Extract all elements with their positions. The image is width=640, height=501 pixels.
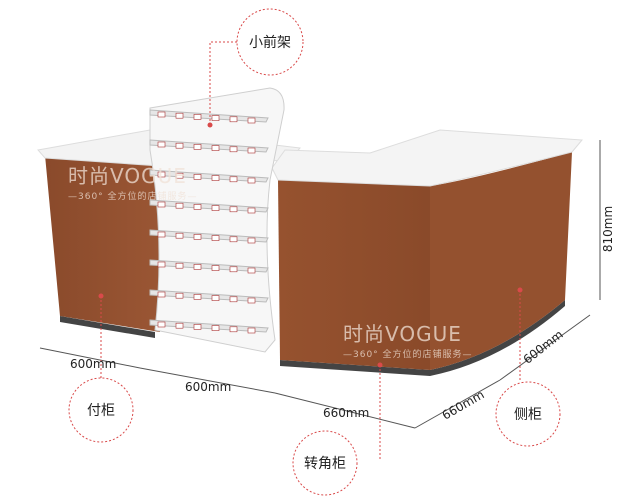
callout-corner-cabinet: 转角柜 [304, 456, 346, 472]
price-tag [229, 266, 238, 273]
price-tag [193, 174, 202, 180]
price-tag [157, 261, 166, 268]
price-tag [175, 232, 184, 239]
dimension-left-length: 600mm [185, 380, 232, 394]
price-tag [175, 292, 184, 299]
price-tag [247, 147, 256, 154]
price-tag [193, 294, 202, 300]
callout-left-cabinet: 付柜 [87, 403, 115, 419]
price-tag [229, 326, 238, 333]
side-cabinet-front [430, 152, 572, 370]
dimension-left-depth: 600mm [70, 357, 117, 371]
price-tag [193, 144, 202, 150]
price-tag [247, 177, 256, 184]
price-tag [247, 327, 256, 334]
callout-rings [68, 8, 561, 496]
price-tag [229, 206, 238, 213]
price-tag [247, 207, 256, 214]
price-tag [157, 111, 166, 118]
price-tag [157, 141, 166, 148]
left-cabinet-front [45, 155, 160, 332]
price-tag [211, 115, 220, 121]
price-tag [175, 142, 184, 149]
price-tag [175, 172, 184, 179]
callout-front-shelf: 小前架 [249, 35, 291, 51]
price-tag [211, 205, 220, 211]
price-tag [157, 171, 166, 178]
price-tag [211, 145, 220, 151]
price-tag [157, 201, 166, 208]
price-tag [229, 146, 238, 153]
price-tag [247, 237, 256, 244]
shelf-rows [149, 109, 269, 334]
callout-right-cabinet: 侧柜 [514, 407, 542, 423]
price-tag [229, 236, 238, 243]
dimension-lines [39, 140, 601, 429]
dimension-height: 810mm [601, 205, 616, 253]
price-tag [175, 202, 184, 209]
price-tag [247, 117, 256, 124]
price-tag [247, 297, 256, 304]
price-tag [229, 116, 238, 123]
watermark-right: 时尚VOGUE—360° 全方位的店铺服务— [343, 322, 473, 360]
price-tag [157, 291, 166, 298]
price-tag [193, 264, 202, 270]
price-tag [211, 325, 220, 331]
price-tag [193, 234, 202, 240]
price-tag [229, 296, 238, 303]
price-tag [211, 265, 220, 271]
front-shelf-unit [149, 87, 285, 353]
price-tag [193, 114, 202, 120]
price-tag [247, 267, 256, 274]
price-tag [157, 321, 166, 328]
price-tag [211, 295, 220, 301]
dimension-corner-length: 660mm [323, 406, 370, 420]
right-cabinet-top [271, 129, 584, 187]
price-tag [175, 322, 184, 329]
price-tag [193, 204, 202, 210]
price-tag [175, 112, 184, 119]
price-tag [157, 231, 166, 238]
price-tag [229, 176, 238, 183]
base-plinth [60, 316, 155, 338]
price-tag [175, 262, 184, 269]
price-tag [211, 175, 220, 181]
corner-cabinet-front [278, 180, 430, 370]
price-tag [211, 235, 220, 241]
price-tag [193, 324, 202, 330]
watermark-left: 时尚VOGUE—360° 全方位的店铺服务— [68, 164, 198, 202]
